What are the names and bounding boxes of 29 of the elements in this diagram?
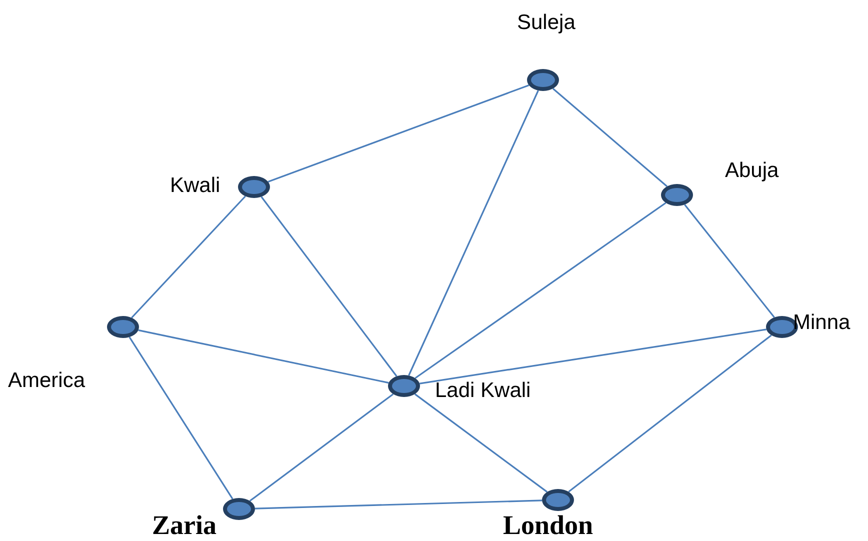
place-name: London: [503, 512, 594, 539]
place-name: Minna: [793, 312, 850, 333]
connector-line: [260, 196, 398, 377]
connector-line: [568, 334, 772, 492]
node-circle: [542, 489, 574, 511]
connector-line: [414, 202, 666, 379]
node-circle: [527, 69, 559, 91]
node-circle: [238, 176, 270, 198]
connector-line: [268, 84, 530, 183]
node-circle: [107, 316, 139, 338]
place-name: Suleja: [517, 12, 576, 33]
node-circle: [661, 184, 693, 206]
place-name: Abuja: [725, 160, 779, 181]
place-name: America: [8, 370, 86, 391]
node-circle: [223, 498, 255, 520]
place-name: Ladi Kwali: [435, 380, 531, 401]
connector-line: [408, 90, 539, 376]
connector-line: [138, 329, 389, 384]
connector-line: [419, 328, 767, 384]
place-name: Kwali: [170, 175, 220, 196]
connector-line: [684, 204, 775, 318]
connector-line: [131, 196, 246, 318]
connector-line: [414, 393, 548, 493]
connector-line: [249, 393, 394, 502]
node-circle: [388, 375, 420, 397]
connector-line: [552, 88, 668, 188]
connector-line: [128, 336, 234, 500]
connector-line: [254, 500, 542, 510]
place-name: Zaria: [152, 512, 216, 539]
